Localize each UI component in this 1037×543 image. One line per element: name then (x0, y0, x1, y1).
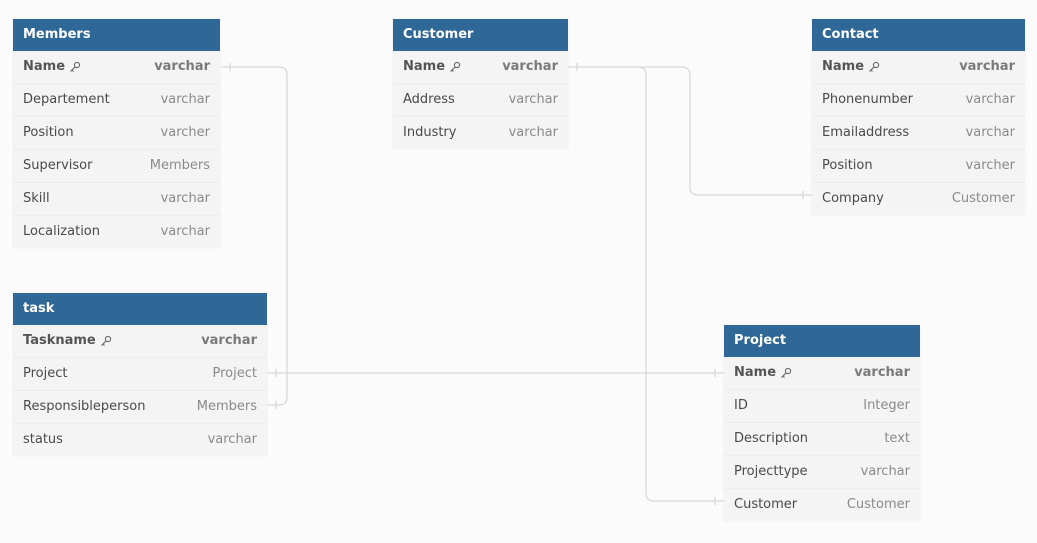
field-type: varchar (160, 191, 210, 206)
field-row[interactable]: Departement varchar (13, 83, 220, 116)
field-name: Name (822, 59, 865, 74)
field-name: Project (23, 366, 68, 381)
field-row[interactable]: ID Integer (724, 389, 920, 422)
field-type: Customer (951, 191, 1015, 206)
field-type: varchar (160, 224, 210, 239)
field-type: varchar (508, 92, 558, 107)
field-name: Company (822, 191, 884, 206)
key-icon (100, 335, 111, 346)
field-type: varchar (508, 125, 558, 140)
field-name: ID (734, 398, 748, 413)
field-type: varchar (959, 59, 1015, 74)
field-name: Description (734, 431, 809, 446)
field-type: varchar (965, 125, 1015, 140)
table-title[interactable]: Members (13, 19, 220, 51)
field-name: Supervisor (23, 158, 93, 173)
field-name: Departement (23, 92, 110, 107)
field-type: varchar (854, 365, 910, 380)
field-name: Customer (734, 497, 798, 512)
field-type: varchar (201, 333, 257, 348)
table-customer[interactable]: Customer Name varchar Address varchar In… (393, 19, 568, 149)
field-row[interactable]: Skill varchar (13, 182, 220, 215)
link-customer-project (637, 66, 724, 502)
table-title[interactable]: Project (724, 325, 920, 357)
field-type: Integer (863, 398, 910, 413)
field-name: Emailaddress (822, 125, 910, 140)
field-row[interactable]: Supervisor Members (13, 149, 220, 182)
field-type: Customer (846, 497, 910, 512)
field-row[interactable]: Description text (724, 422, 920, 455)
field-row[interactable]: Position varcher (13, 116, 220, 149)
field-row[interactable]: Name varchar (724, 357, 920, 389)
table-title[interactable]: Customer (393, 19, 568, 51)
key-icon (869, 61, 880, 72)
key-icon (70, 61, 81, 72)
field-row[interactable]: Company Customer (812, 182, 1025, 215)
field-name: Name (734, 365, 777, 380)
field-name: Position (822, 158, 873, 173)
field-name: Address (403, 92, 455, 107)
table-title[interactable]: task (13, 293, 267, 325)
field-row[interactable]: Project Project (13, 357, 267, 390)
table-title[interactable]: Contact (812, 19, 1025, 51)
field-type: varchar (860, 464, 910, 479)
field-type: Members (149, 158, 210, 173)
field-name: Name (23, 59, 66, 74)
field-type: varchar (965, 92, 1015, 107)
field-row[interactable]: Responsibleperson Members (13, 390, 267, 423)
field-row[interactable]: Position varcher (812, 149, 1025, 182)
field-type: varcher (160, 125, 210, 140)
table-project[interactable]: Project Name varchar ID Integer Descript… (724, 325, 920, 521)
field-name: Responsibleperson (23, 399, 146, 414)
field-row[interactable]: Address varchar (393, 83, 568, 116)
field-type: varchar (154, 59, 210, 74)
field-row[interactable]: Emailaddress varchar (812, 116, 1025, 149)
field-row[interactable]: Projecttype varchar (724, 455, 920, 488)
field-type: varcher (965, 158, 1015, 173)
field-type: varchar (160, 92, 210, 107)
field-name: status (23, 432, 63, 447)
field-row[interactable]: Name varchar (13, 51, 220, 83)
field-row[interactable]: Customer Customer (724, 488, 920, 521)
table-task[interactable]: task Taskname varchar Project Project Re… (13, 293, 267, 456)
field-row[interactable]: Name varchar (812, 51, 1025, 83)
field-type: Project (212, 366, 257, 381)
field-name: Position (23, 125, 74, 140)
field-name: Projecttype (734, 464, 808, 479)
field-row[interactable]: Industry varchar (393, 116, 568, 149)
field-type: Members (196, 399, 257, 414)
field-name: Industry (403, 125, 457, 140)
field-row[interactable]: Name varchar (393, 51, 568, 83)
field-name: Localization (23, 224, 100, 239)
field-type: text (884, 431, 910, 446)
field-name: Taskname (23, 333, 96, 348)
table-contact[interactable]: Contact Name varchar Phonenumber varchar… (812, 19, 1025, 215)
field-type: varchar (207, 432, 257, 447)
key-icon (450, 61, 461, 72)
link-members-task (221, 66, 288, 406)
field-type: varchar (502, 59, 558, 74)
field-name: Phonenumber (822, 92, 914, 107)
field-row[interactable]: Localization varchar (13, 215, 220, 248)
key-icon (781, 367, 792, 378)
link-customer-contact (568, 66, 812, 196)
field-row[interactable]: Phonenumber varchar (812, 83, 1025, 116)
field-row[interactable]: Taskname varchar (13, 325, 267, 357)
field-name: Name (403, 59, 446, 74)
field-name: Skill (23, 191, 50, 206)
field-row[interactable]: status varchar (13, 423, 267, 456)
table-members[interactable]: Members Name varchar Departement varchar… (13, 19, 220, 248)
